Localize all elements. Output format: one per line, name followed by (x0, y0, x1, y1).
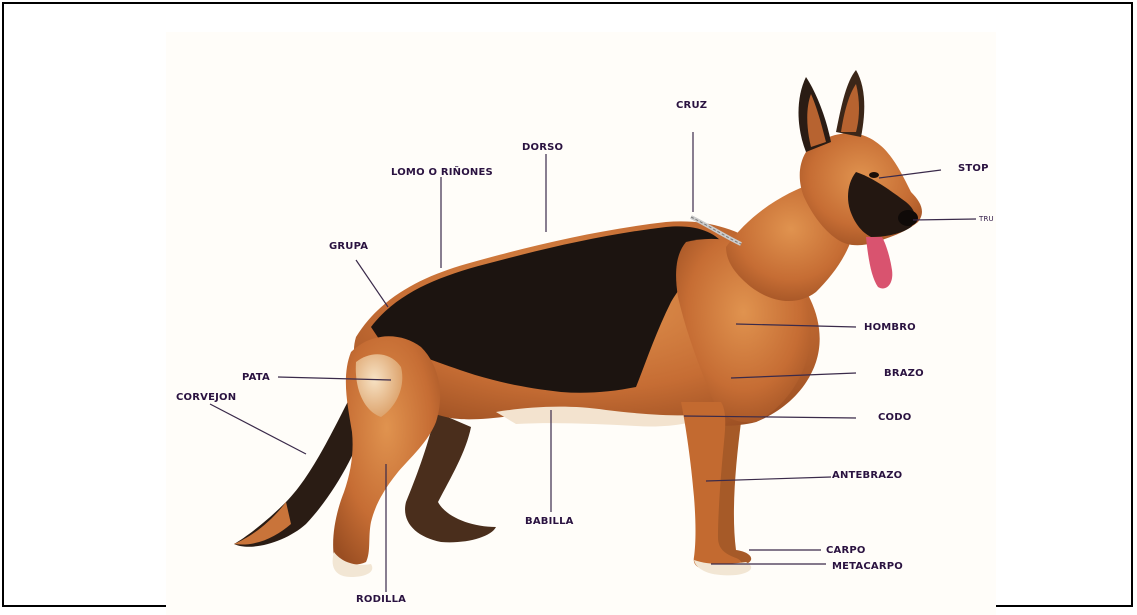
label-grupa: GRUPA (329, 241, 368, 252)
label-hombro: HOMBRO (864, 322, 916, 333)
leader-corvejon (210, 404, 306, 454)
label-metacarpo: METACARPO (832, 561, 903, 572)
label-pata: PATA (242, 372, 270, 383)
nose (898, 210, 918, 226)
label-dorso: DORSO (522, 142, 563, 153)
leader-grupa (356, 260, 388, 307)
label-brazo: BRAZO (884, 368, 924, 379)
leader-trufa (913, 219, 976, 220)
tongue (866, 237, 892, 288)
label-babilla: BABILLA (525, 516, 574, 527)
label-corvejon: CORVEJON (176, 392, 236, 403)
label-codo: CODO (878, 412, 911, 423)
image-frame: CRUZ DORSO LOMO O RIÑONES STOP TRU GRUPA… (2, 2, 1133, 607)
label-cruz: CRUZ (676, 100, 707, 111)
label-antebrazo: ANTEBRAZO (832, 470, 902, 481)
dog-anatomy-figure: CRUZ DORSO LOMO O RIÑONES STOP TRU GRUPA… (166, 32, 996, 615)
label-lomo: LOMO O RIÑONES (391, 167, 493, 178)
label-rodilla: RODILLA (356, 594, 406, 605)
label-stop: STOP (958, 163, 989, 174)
label-trufa: TRU (979, 215, 994, 223)
eye (869, 172, 879, 178)
label-carpo: CARPO (826, 545, 866, 556)
